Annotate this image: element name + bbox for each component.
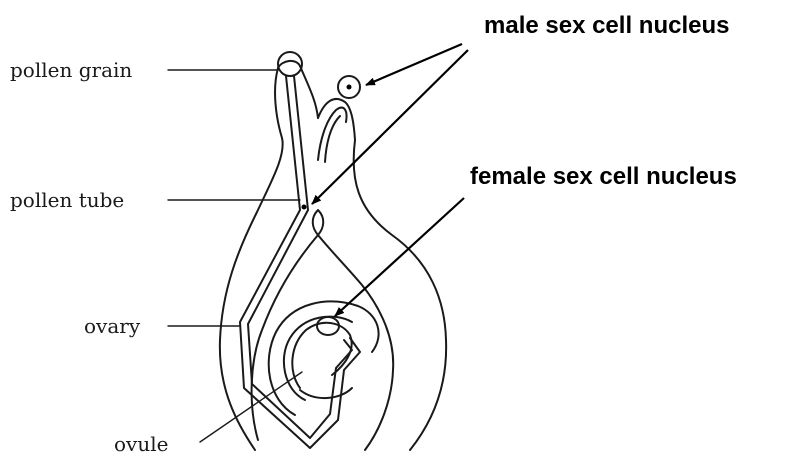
label-pollen-tube: pollen tube (10, 190, 124, 210)
label-pollen-grain: pollen grain (10, 60, 132, 80)
ovary-chamber-notch (313, 210, 324, 235)
style-right-wall (354, 140, 447, 450)
male-nucleus-dot-tube (302, 205, 307, 210)
label-male-sex-cell-nucleus: male sex cell nucleus (484, 14, 729, 38)
female-nucleus-outline (317, 317, 339, 335)
arrow-female (335, 198, 464, 316)
arrow-male-to-tube (312, 50, 468, 204)
arrow-male-to-grain (366, 44, 462, 85)
label-ovule: ovule (114, 434, 168, 454)
male-nucleus-dot-grain (347, 85, 352, 90)
ovule-lower-fold (300, 388, 352, 398)
stigma-right-lobe (300, 66, 318, 118)
label-female-sex-cell-nucleus: female sex cell nucleus (470, 165, 737, 189)
ovary-chamber-outline (252, 235, 394, 450)
style-inner-channel (318, 108, 347, 160)
stigma-top-curve (278, 61, 300, 68)
label-ovary: ovary (84, 316, 140, 336)
